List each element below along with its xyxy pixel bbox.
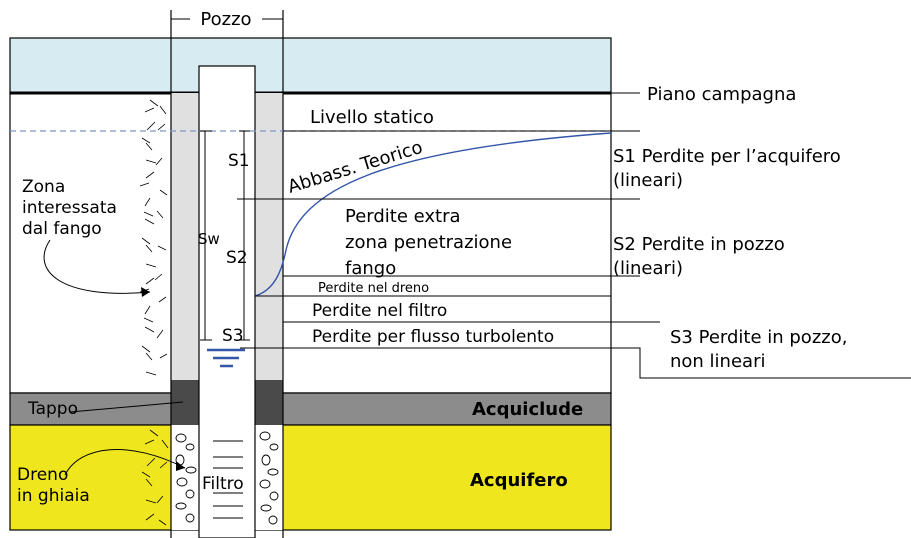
drawdown-curve bbox=[254, 132, 612, 297]
sw-label: Sw bbox=[198, 230, 220, 248]
filtro-label: Filtro bbox=[202, 474, 244, 494]
s3-desc-1: S3 Perdite in pozzo, bbox=[670, 327, 847, 348]
gravel-left bbox=[171, 425, 199, 530]
pozzo-label: Pozzo bbox=[200, 9, 251, 30]
extra-label-1: Perdite extra bbox=[345, 206, 461, 227]
livello-statico-label: Livello statico bbox=[310, 107, 434, 128]
filter-slots bbox=[213, 440, 243, 519]
water-level-marker bbox=[207, 348, 245, 368]
s3-label: S3 bbox=[222, 326, 244, 346]
gravel-arrowhead bbox=[176, 461, 185, 471]
acquiclude-layer bbox=[9, 392, 612, 426]
s1-label: S1 bbox=[228, 151, 250, 171]
s2-desc-1: S2 Perdite in pozzo bbox=[613, 234, 785, 255]
well-casing bbox=[198, 65, 256, 538]
reference-lines bbox=[237, 92, 911, 379]
annulus-right bbox=[255, 93, 283, 393]
dreno-loss-label: Perdite nel dreno bbox=[318, 281, 429, 296]
tappo-label: Tappo bbox=[27, 399, 78, 419]
s1-desc-2: (lineari) bbox=[613, 170, 683, 191]
s2-label: S2 bbox=[226, 248, 248, 268]
gravel-right bbox=[255, 425, 283, 530]
tappo-leader bbox=[69, 401, 184, 413]
s1-desc-1: S1 Perdite per l’acquifero bbox=[613, 146, 841, 167]
gravel-arrow bbox=[64, 449, 186, 476]
acquifero-layer bbox=[9, 424, 612, 531]
zona-label-2: interessata bbox=[22, 198, 117, 218]
acquifero-label: Acquifero bbox=[470, 470, 568, 491]
extra-label-3: fango bbox=[345, 258, 396, 279]
dimension-lines bbox=[200, 130, 250, 341]
acquiclude-label: Acquiclude bbox=[472, 399, 583, 420]
annulus-left bbox=[171, 93, 199, 393]
s2-desc-2: (lineari) bbox=[613, 258, 683, 279]
piano-campagna-label: Piano campagna bbox=[647, 84, 796, 105]
turbolento-label: Perdite per flusso turbolento bbox=[312, 327, 554, 347]
dreno-label-1: Dreno bbox=[17, 465, 68, 485]
zona-label-1: Zona bbox=[22, 177, 65, 197]
mud-zone-arrow bbox=[43, 239, 151, 294]
dreno-label-2: in ghiaia bbox=[17, 486, 90, 506]
extra-label-2: zona penetrazione bbox=[345, 232, 512, 253]
zona-label-3: dal fango bbox=[22, 219, 102, 239]
filtro-label-bg bbox=[200, 472, 252, 492]
s3-desc-2: non lineari bbox=[670, 351, 765, 372]
mud-zone-arrowhead bbox=[141, 287, 150, 297]
sky-band bbox=[9, 37, 612, 94]
filtro-loss-label: Perdite nel filtro bbox=[312, 301, 447, 321]
plug-right bbox=[255, 380, 283, 425]
mud-hatch bbox=[139, 99, 169, 526]
